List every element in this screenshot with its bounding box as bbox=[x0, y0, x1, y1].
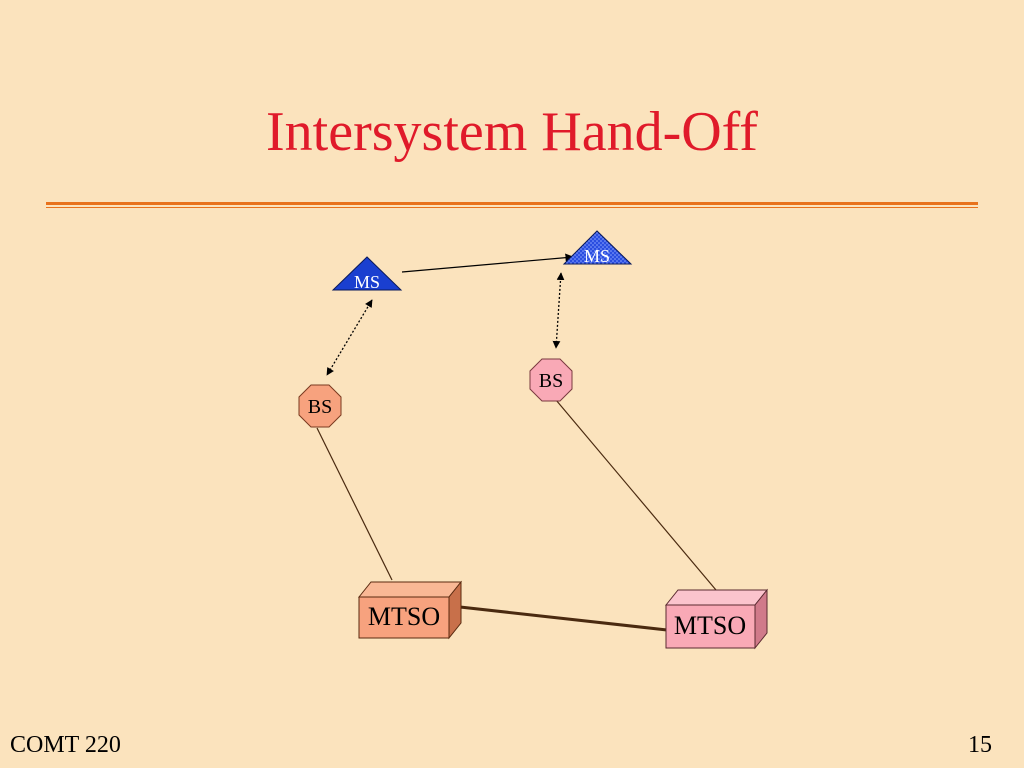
bs-left-octagon bbox=[298, 384, 342, 428]
ms-movement-arrow bbox=[401, 253, 574, 273]
mtso-right-front bbox=[665, 604, 756, 649]
mtso-right-label: MTSO bbox=[674, 611, 746, 640]
radio-link-left bbox=[326, 299, 373, 376]
footer-page-number: 15 bbox=[968, 732, 992, 758]
ms-right-label: MS bbox=[584, 246, 610, 266]
title-underline bbox=[46, 202, 978, 205]
mtso-left-front bbox=[358, 596, 450, 639]
mtso-right-top bbox=[664, 589, 769, 606]
mtso-left-top bbox=[357, 581, 463, 598]
bs-right-node: BS bbox=[529, 358, 573, 402]
ms-right-triangle bbox=[562, 230, 633, 265]
radio-link-right bbox=[552, 272, 565, 349]
bs-left-node: BS bbox=[298, 384, 342, 428]
ms-left-triangle bbox=[331, 256, 403, 291]
bs-left-label: BS bbox=[308, 396, 332, 418]
bs-right-octagon bbox=[529, 358, 573, 402]
title-underline-thin bbox=[46, 207, 978, 208]
link-bs-right-to-mtso-right bbox=[555, 399, 717, 591]
mtso-left-node: MTSO bbox=[357, 580, 463, 640]
footer-course-code: COMT 220 bbox=[10, 732, 121, 758]
mtso-left-label: MTSO bbox=[368, 602, 440, 631]
mtso-right-node: MTSO bbox=[664, 588, 769, 650]
slide-title: Intersystem Hand-Off bbox=[266, 101, 758, 163]
ms-left-node: MS bbox=[331, 256, 403, 292]
link-bs-left-to-mtso-left bbox=[316, 427, 393, 581]
link-mtso-to-mtso bbox=[459, 605, 668, 632]
bs-right-label: BS bbox=[539, 370, 563, 392]
ms-left-label: MS bbox=[354, 272, 380, 292]
ms-right-node: MS bbox=[562, 230, 633, 266]
